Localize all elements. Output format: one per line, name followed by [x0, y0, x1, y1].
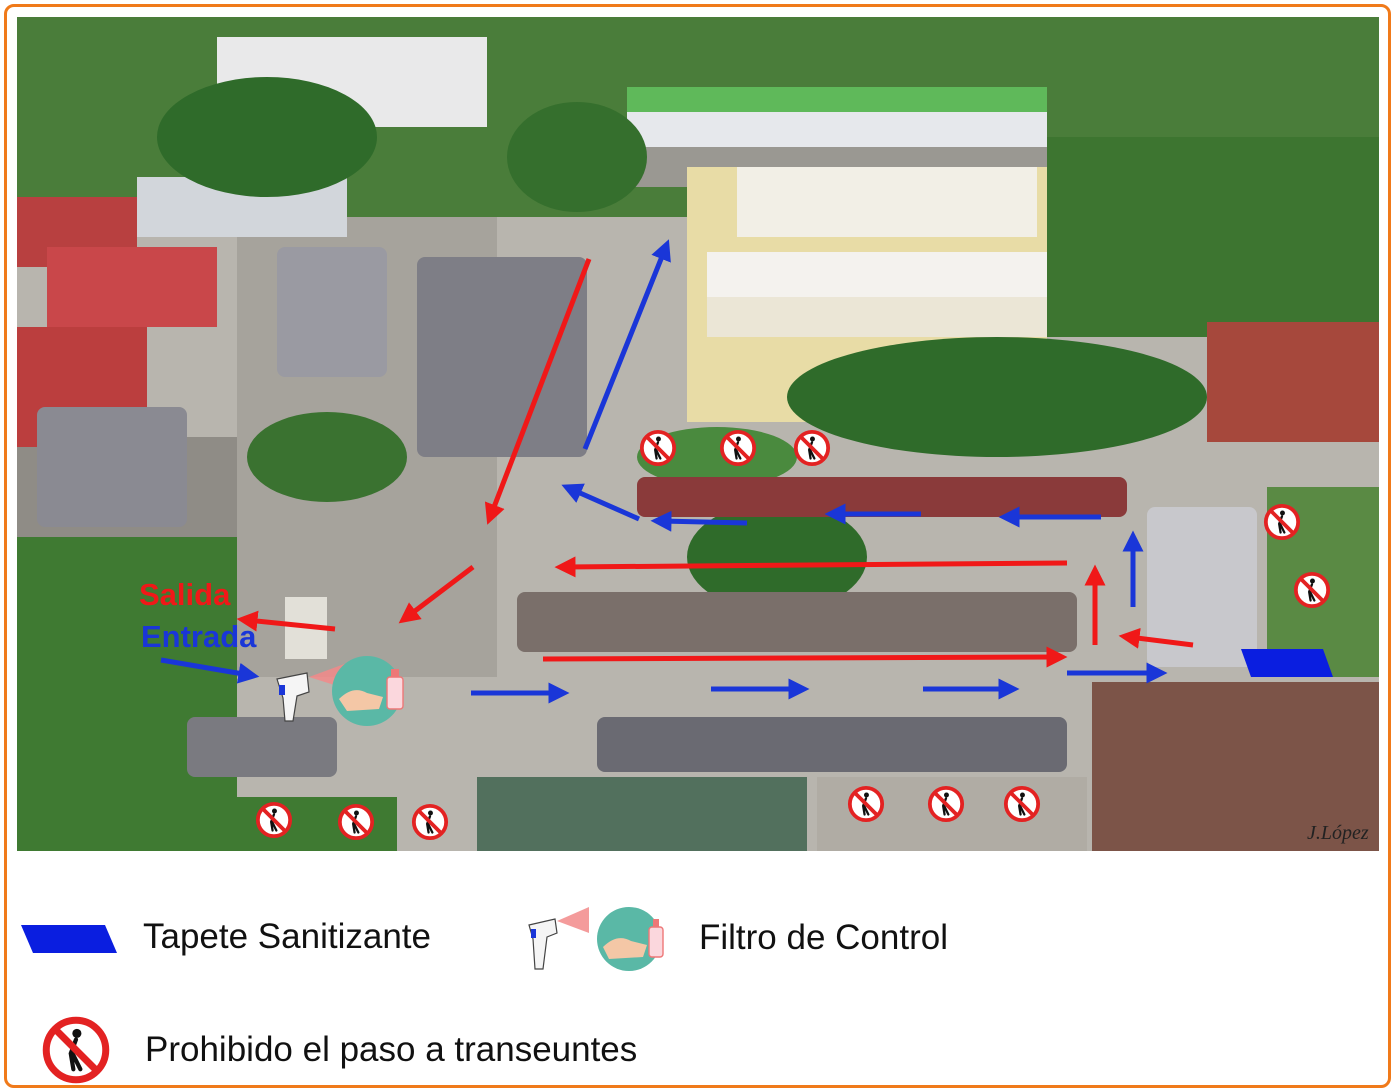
- legend-mat: Tapete Sanitizante: [21, 917, 431, 957]
- tree-top-mid: [507, 102, 647, 212]
- storefront-white: [627, 112, 1047, 147]
- exit-route-arrows: [236, 258, 1194, 668]
- gym-roof-lower: [707, 297, 1047, 337]
- watermark-signature: J.López: [1307, 822, 1369, 844]
- no-pedestrians-icon: [41, 1015, 111, 1085]
- tree-left-top: [157, 77, 377, 197]
- parked-cars: [37, 247, 1257, 777]
- tree-left-mid: [247, 412, 407, 502]
- tree-grass-strip: [637, 427, 797, 487]
- bottom-green-roof: [477, 777, 807, 851]
- legend-mat-label: Tapete Sanitizante: [143, 917, 431, 956]
- exit-label: Salida: [139, 577, 231, 612]
- aerial-parking-map: Salida Entrada J.López: [17, 17, 1379, 851]
- infrared-thermometer-icon: [528, 907, 589, 970]
- bottom-rust-roof: [1092, 682, 1379, 851]
- legend-control: Filtro de Control: [525, 903, 948, 973]
- gym-roof-middle: [707, 252, 1047, 297]
- sanitizing-mat-shape: [1241, 649, 1333, 677]
- legend-control-label: Filtro de Control: [699, 918, 948, 957]
- map-frame: Salida Entrada J.López Tapete Sanitizant…: [4, 4, 1391, 1088]
- gym-roof-top: [737, 167, 1037, 237]
- entry-route-arrows: [160, 239, 1168, 704]
- tree-cluster-mid: [687, 502, 867, 612]
- entrance-label: Entrada: [141, 619, 257, 654]
- sanitizing-mat-legend-icon: [21, 925, 117, 953]
- left-house-2: [47, 247, 217, 327]
- legend-prohibited-label: Prohibido el paso a transeuntes: [145, 1030, 638, 1069]
- tree-cluster-center: [787, 337, 1207, 457]
- right-trees: [1047, 137, 1379, 337]
- hand-sanitizer-icon: [332, 656, 404, 726]
- legend-prohibited: Prohibido el paso a transeuntes: [41, 1015, 637, 1085]
- hand-sanitizer-icon: [597, 907, 664, 971]
- right-rust-building: [1207, 322, 1379, 442]
